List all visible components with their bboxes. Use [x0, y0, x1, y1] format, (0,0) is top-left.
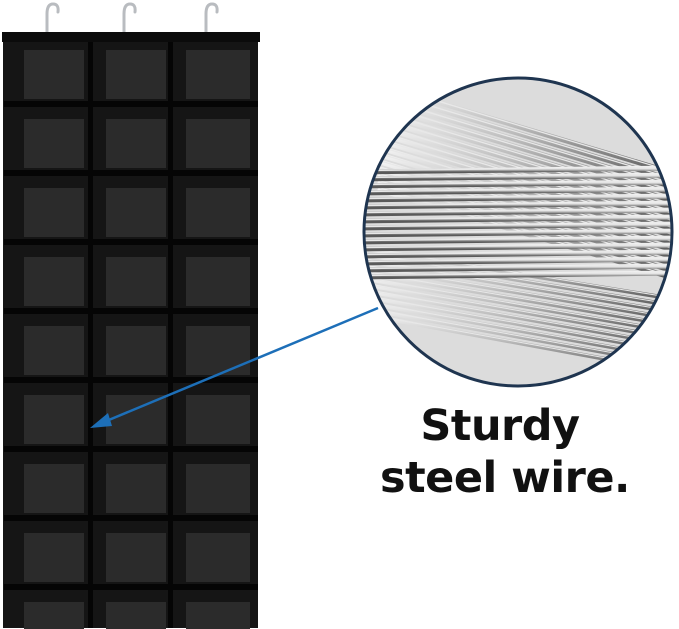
steel-wire — [364, 235, 672, 245]
pocket-back — [106, 50, 166, 99]
shelf-edge — [4, 101, 258, 107]
shelf-edge — [4, 377, 258, 383]
pocket-back — [106, 464, 166, 513]
shoe-organizer — [2, 32, 260, 629]
pocket-back — [106, 395, 166, 444]
steel-wire — [364, 249, 672, 259]
wire-highlight — [364, 215, 672, 221]
hook-right-icon — [204, 2, 219, 36]
pocket-back — [24, 602, 84, 629]
wire-highlight — [364, 270, 672, 326]
steel-wire — [364, 228, 672, 238]
caption-line-2: steel wire. — [380, 453, 630, 503]
pocket-back — [24, 119, 84, 168]
hook-left-icon — [45, 2, 60, 36]
steel-wire — [364, 276, 672, 335]
pocket-back — [186, 257, 250, 306]
magnifier-circle-icon — [362, 76, 674, 388]
magnifier-callout — [362, 76, 674, 388]
wire-highlight — [364, 250, 672, 256]
wire-highlight — [364, 180, 672, 186]
wire-highlight — [364, 236, 672, 242]
pocket-back — [186, 464, 250, 513]
wire-highlight — [379, 104, 672, 196]
wire-highlight — [364, 173, 672, 179]
shelf-edge — [4, 239, 258, 245]
steel-wire — [364, 270, 672, 329]
steel-wire — [364, 172, 672, 182]
steel-wire — [364, 214, 672, 224]
wire-highlight — [379, 111, 672, 203]
steel-wire — [364, 193, 672, 203]
wire-highlight — [364, 222, 672, 228]
wire-highlight — [364, 264, 672, 270]
pocket-back — [24, 188, 84, 237]
shelf-edge — [4, 515, 258, 521]
steel-wire — [364, 288, 672, 349]
wire-highlight — [364, 208, 672, 214]
pocket-back — [106, 188, 166, 237]
wire-highlight — [364, 187, 672, 193]
steel-wire — [364, 256, 672, 266]
wire-highlight — [379, 97, 672, 189]
caption: Sturdy steel wire. — [380, 400, 630, 504]
wire-highlight — [364, 271, 672, 277]
steel-wire — [364, 179, 672, 189]
organizer-pockets — [24, 50, 250, 629]
pocket-back — [186, 50, 250, 99]
wire-highlight — [364, 194, 672, 200]
pocket-back — [24, 464, 84, 513]
steel-wire — [364, 221, 672, 231]
pocket-back — [106, 602, 166, 629]
divider — [168, 42, 173, 628]
steel-wire — [364, 270, 672, 280]
pocket-back — [186, 533, 250, 582]
pocket-back — [186, 395, 250, 444]
wire-highlight — [364, 166, 672, 172]
shelf-edge — [4, 170, 258, 176]
pocket-back — [106, 119, 166, 168]
pocket-back — [24, 533, 84, 582]
caption-line-1: Sturdy — [420, 401, 580, 451]
pocket-back — [106, 257, 166, 306]
steel-wire-closeup — [364, 82, 672, 375]
pocket-back — [186, 119, 250, 168]
wire-highlight — [364, 257, 672, 263]
wire-highlight — [364, 243, 672, 249]
steel-wire — [364, 207, 672, 217]
shelf-edge — [4, 308, 258, 314]
divider — [88, 42, 93, 628]
pocket-back — [24, 326, 84, 375]
wire-highlight — [364, 229, 672, 235]
pocket-back — [186, 188, 250, 237]
shelf-edge — [4, 446, 258, 452]
steel-wire — [364, 282, 672, 342]
pocket-back — [106, 533, 166, 582]
pocket-back — [186, 602, 250, 629]
steel-wire — [364, 242, 672, 252]
shelf-edge — [4, 584, 258, 590]
steel-wire — [364, 186, 672, 196]
steel-wire — [364, 165, 672, 175]
steel-wire — [364, 263, 672, 273]
pocket-back — [24, 50, 84, 99]
wire-highlight — [364, 201, 672, 207]
pocket-back — [24, 395, 84, 444]
organizer-shelves — [4, 42, 258, 628]
hook-middle-icon — [122, 2, 137, 36]
pocket-back — [186, 326, 250, 375]
wire-highlight — [379, 118, 672, 210]
hanger-hooks — [45, 2, 219, 36]
wire-highlight — [364, 276, 672, 333]
pocket-back — [106, 326, 166, 375]
arrow-pointer-icon — [90, 306, 379, 428]
steel-wire — [364, 200, 672, 210]
wire-highlight — [364, 282, 672, 340]
pocket-back — [24, 257, 84, 306]
wire-highlight — [364, 288, 672, 346]
